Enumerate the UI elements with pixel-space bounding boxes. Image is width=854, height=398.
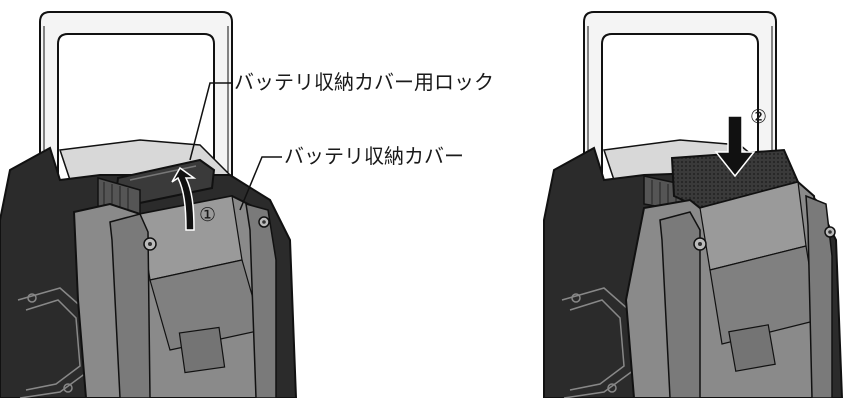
radio-left bbox=[0, 11, 298, 398]
battery-cover-left bbox=[72, 194, 277, 398]
lift-arrow-left bbox=[171, 166, 197, 231]
leader-lines-left bbox=[189, 82, 282, 211]
step-marker-1: ① bbox=[199, 204, 217, 226]
battery-cover-right bbox=[624, 180, 836, 398]
step-marker-2: ② bbox=[750, 106, 768, 128]
label-battery-cover-lock: バッテリ収納カバー用ロック bbox=[234, 70, 494, 94]
radio-right bbox=[543, 11, 844, 398]
label-battery-cover: バッテリ収納カバー bbox=[284, 144, 464, 168]
press-arrow-right bbox=[714, 115, 756, 178]
